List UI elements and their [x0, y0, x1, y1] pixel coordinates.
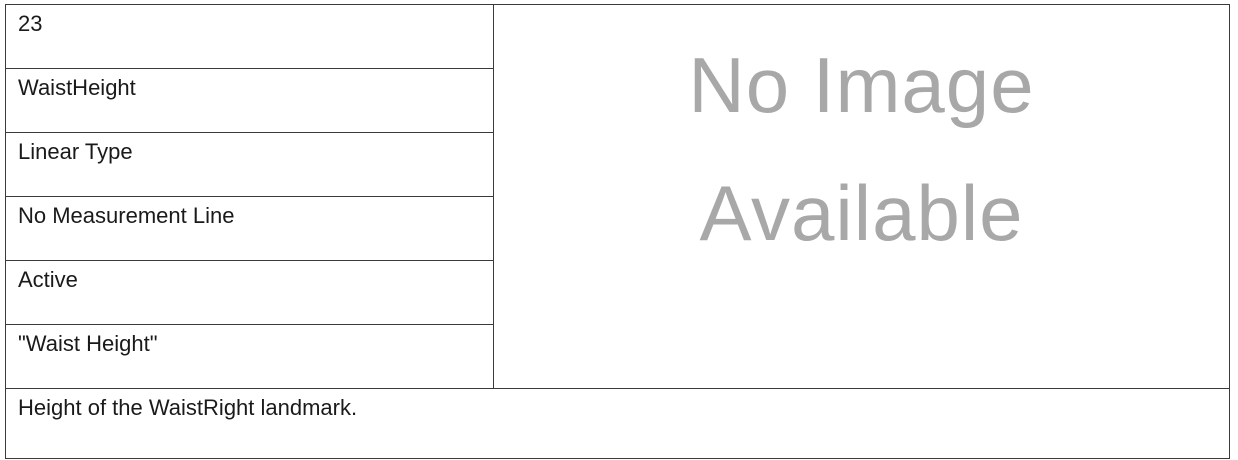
measurement-record-table: 23 No Image Available WaistHeight Linear… — [5, 4, 1230, 459]
no-image-placeholder: No Image Available — [494, 5, 1229, 293]
description-cell: Height of the WaistRight landmark. — [5, 388, 1230, 459]
status-cell: Active — [5, 260, 494, 325]
measurement-id-cell: 23 — [5, 4, 494, 69]
available-text: Available — [699, 169, 1024, 257]
measurement-line-cell: No Measurement Line — [5, 196, 494, 261]
display-name-cell: "Waist Height" — [5, 324, 494, 389]
image-cell: No Image Available — [493, 4, 1230, 389]
measurement-name-cell: WaistHeight — [5, 68, 494, 133]
no-image-text: No Image — [688, 41, 1035, 129]
measurement-type-cell: Linear Type — [5, 132, 494, 197]
